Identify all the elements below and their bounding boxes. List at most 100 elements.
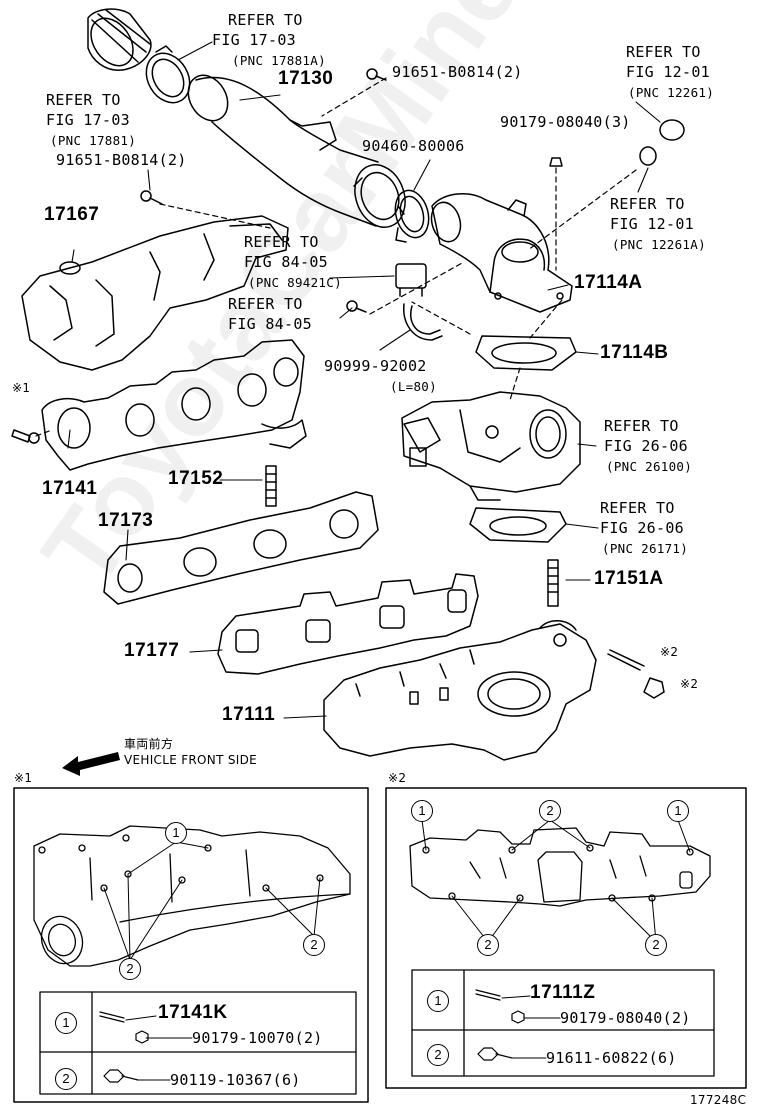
- detail2-leaders: [421, 819, 691, 943]
- detail1-table-icons: [99, 1011, 149, 1083]
- bolt-small-part: [140, 68, 563, 313]
- bolt-90119-10367-label[interactable]: 90119-10367(6): [170, 1071, 301, 1089]
- box1-callout-2b: 2: [303, 934, 325, 956]
- front-en-label: VEHICLE FRONT SIDE: [124, 753, 257, 767]
- box1-mark-label: ※1: [14, 771, 33, 785]
- part-17177-label[interactable]: 17177: [124, 640, 180, 661]
- part-17151a-label[interactable]: 17151A: [594, 568, 664, 589]
- refer-2606a-line1: REFER TO: [604, 417, 679, 435]
- detail2-table-leaders: [501, 995, 561, 1059]
- refer-1703a-line1: REFER TO: [228, 11, 303, 29]
- box1-table-key-1: 1: [55, 1012, 77, 1034]
- box1-callout-2a: 2: [119, 958, 141, 980]
- detail1-leaders: [103, 841, 321, 961]
- refer-1201a-pnc: (PNC 12261): [628, 85, 715, 100]
- bolt-91651b-label[interactable]: 91651-B0814(2): [56, 151, 187, 169]
- box1-table-key-2: 2: [55, 1068, 77, 1090]
- throttle-body-part: [401, 391, 581, 501]
- gasket-throttle-part: [469, 507, 567, 543]
- gasket-17114b-part: [475, 335, 577, 371]
- refer-2606a-line2: FIG 26-06: [604, 437, 688, 455]
- exhaust-manifold-17141-part: [41, 339, 307, 471]
- part-17114a-label[interactable]: 17114A: [574, 272, 643, 293]
- nut-90179-10070-label[interactable]: 90179-10070(2): [192, 1029, 323, 1047]
- refer-2606b-line1: REFER TO: [600, 499, 675, 517]
- front-jp-label: 車両前方: [124, 737, 174, 751]
- refer-1201b-line2: FIG 12-01: [610, 215, 694, 233]
- refer-1703a-line2: FIG 17-03: [212, 31, 296, 49]
- part-90460-label[interactable]: 90460-80006: [362, 137, 465, 155]
- air-inlet-17114a-part: [430, 193, 573, 313]
- box2-table-key-2: 2: [427, 1044, 449, 1066]
- hose-length-label: (L=80): [390, 379, 437, 394]
- part-17152-label[interactable]: 17152: [168, 468, 224, 489]
- refer-8405a-pnc: (PNC 89421C): [248, 275, 342, 290]
- refer-2606b-pnc: (PNC 26171): [602, 541, 689, 556]
- fig12-hose-part: [639, 119, 685, 166]
- nut-90179-08040-3-label[interactable]: 90179-08040(3): [500, 113, 631, 131]
- box2-callout-1b: 1: [667, 800, 689, 822]
- refer-2606b-line2: FIG 26-06: [600, 519, 684, 537]
- part-17111-label[interactable]: 17111: [222, 704, 276, 725]
- refer-1201a-line1: REFER TO: [626, 43, 701, 61]
- refer-2606a-pnc: (PNC 26100): [606, 459, 693, 474]
- part-17167-label[interactable]: 17167: [44, 204, 100, 225]
- intake-manifold-17111-part: [323, 620, 597, 761]
- detail1-table: [39, 991, 357, 1095]
- box2-callout-2a: 2: [539, 800, 561, 822]
- part-17111z-label[interactable]: 17111Z: [530, 982, 596, 1003]
- part-17141-label[interactable]: 17141: [42, 478, 98, 499]
- leader-lines: [67, 41, 661, 719]
- refer-8405b-line1: REFER TO: [228, 295, 303, 313]
- refer-1703b-line2: FIG 17-03: [46, 111, 130, 129]
- manifold-stud-part: [607, 649, 665, 699]
- refer-1201a-line2: FIG 12-01: [626, 63, 710, 81]
- refer-1703b-line1: REFER TO: [46, 91, 121, 109]
- refer-1201b-line1: REFER TO: [610, 195, 685, 213]
- drawing-number: 177248C: [690, 1093, 747, 1107]
- part-17114b-label[interactable]: 17114B: [600, 342, 669, 363]
- part-17173-label[interactable]: 17173: [98, 510, 154, 531]
- front-arrow-icon: [62, 752, 120, 776]
- hose-clamp-part: [145, 45, 191, 104]
- part-17141k-label[interactable]: 17141K: [158, 1002, 228, 1023]
- gasket-17177-part: [217, 573, 479, 675]
- refer-8405b-line2: FIG 84-05: [228, 315, 312, 333]
- box2-table-key-1: 1: [427, 990, 449, 1012]
- box2-callout-2b: 2: [477, 934, 499, 956]
- part-17130-label[interactable]: 17130: [278, 68, 334, 89]
- vacuum-hose-part: [403, 303, 443, 341]
- detail2-table-icons: [475, 989, 525, 1061]
- bolt-91611-60822-label[interactable]: 91611-60822(6): [546, 1049, 677, 1067]
- box1-callout-1: 1: [165, 822, 187, 844]
- nut-90179-08040-2-label[interactable]: 90179-08040(2): [560, 1009, 691, 1027]
- exhaust-bolt-part: [11, 429, 40, 444]
- detail-box-2: [385, 787, 747, 1089]
- mark2-a-label: ※2: [660, 645, 679, 659]
- detail2-table: [411, 969, 715, 1077]
- heat-insulator-17167-part: [21, 215, 289, 371]
- mark2-b-label: ※2: [680, 677, 699, 691]
- refer-8405a-line2: FIG 84-05: [244, 253, 328, 271]
- gasket-17173-part: [103, 491, 379, 605]
- intake-hose-part: [87, 8, 152, 71]
- refer-8405a-line1: REFER TO: [244, 233, 319, 251]
- detail1-table-leaders: [125, 1015, 193, 1081]
- stud-17151a-part: [547, 559, 559, 607]
- sensor-part: [395, 263, 427, 297]
- refer-1703a-pnc: (PNC 17881A): [232, 53, 326, 68]
- clamp-90460-part: [394, 189, 430, 243]
- mark1-top-label: ※1: [12, 381, 31, 395]
- hose-90999-label[interactable]: 90999-92002: [324, 357, 427, 375]
- detail-box-1: [13, 787, 369, 1103]
- box2-callout-1a: 1: [411, 800, 433, 822]
- refer-1703b-pnc: (PNC 17881): [50, 133, 137, 148]
- detail2-manifold-part: [409, 827, 711, 907]
- stud-17152-part: [265, 465, 277, 507]
- box2-callout-2c: 2: [645, 934, 667, 956]
- box2-mark-label: ※2: [388, 771, 407, 785]
- bolt-91651a-label[interactable]: 91651-B0814(2): [392, 63, 523, 81]
- refer-1201b-pnc: (PNC 12261A): [612, 237, 706, 252]
- assembly-lines: [35, 77, 637, 437]
